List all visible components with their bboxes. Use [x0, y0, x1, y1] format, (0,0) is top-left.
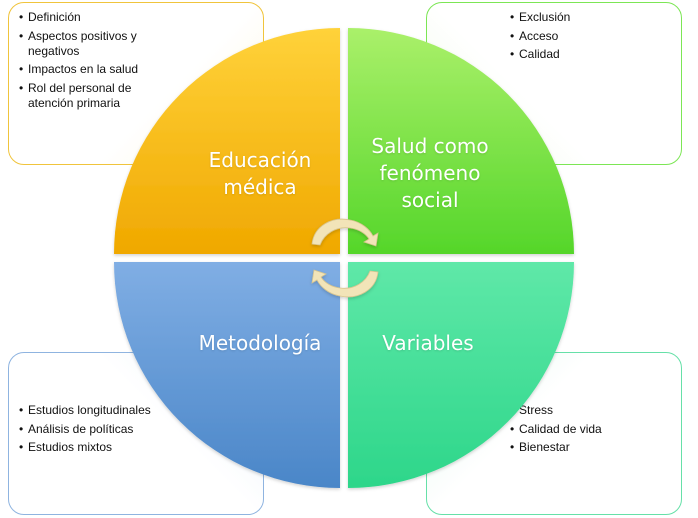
- list-item: Análisis de políticas: [19, 422, 179, 437]
- cycle-arrows-icon: [311, 218, 379, 298]
- list-item: Definición: [19, 10, 154, 25]
- bullet-list-educacion: Definición Aspectos positivos y negativo…: [19, 10, 154, 114]
- label-line: Educación: [208, 148, 312, 172]
- label-line: social: [401, 188, 459, 212]
- list-item: Calidad de vida: [510, 422, 630, 437]
- quadrant-label-metodologia: Metodología: [180, 330, 340, 357]
- label-line: fenómeno: [379, 161, 481, 185]
- list-item: Estudios mixtos: [19, 440, 179, 455]
- list-item: Calidad: [510, 47, 630, 62]
- quadrant-educacion: [114, 28, 340, 254]
- list-item: Impactos en la salud: [19, 62, 154, 77]
- label-line: médica: [223, 175, 297, 199]
- quadrant-variables: [348, 262, 574, 488]
- list-item: Bienestar: [510, 440, 630, 455]
- label-line: Metodología: [198, 331, 322, 355]
- bullet-list-salud-social: Exclusión Acceso Calidad: [510, 10, 630, 66]
- list-item: Acceso: [510, 29, 630, 44]
- list-item: Estudios longitudinales: [19, 403, 179, 418]
- list-item: Rol del personal de atención primaria: [19, 81, 154, 111]
- label-line: Variables: [382, 331, 474, 355]
- quadrant-label-educacion: Educación médica: [180, 147, 340, 201]
- bullet-list-metodologia: Estudios longitudinales Análisis de polí…: [19, 403, 179, 459]
- quadrant-label-salud-social: Salud como fenómeno social: [350, 133, 510, 214]
- quadrant-label-variables: Variables: [348, 330, 508, 357]
- quadrant-salud-social: [348, 28, 574, 254]
- list-item: Aspectos positivos y negativos: [19, 29, 154, 59]
- list-item: Exclusión: [510, 10, 630, 25]
- quadrant-metodologia: [114, 262, 340, 488]
- label-line: Salud como: [371, 134, 489, 158]
